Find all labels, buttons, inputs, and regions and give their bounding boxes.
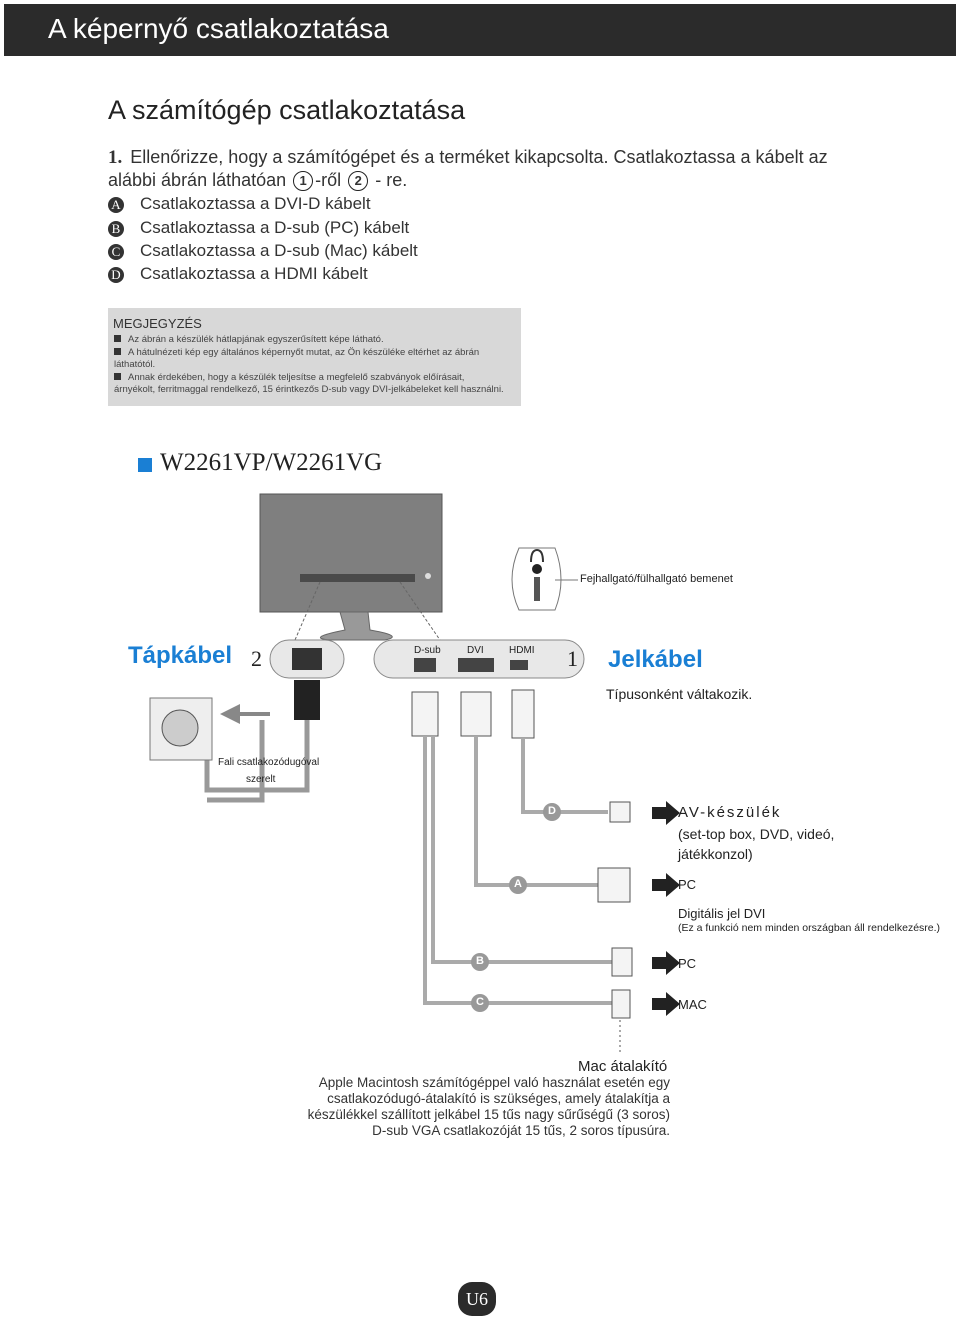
- mac-adapter-text: Apple Macintosh számítógéppel való haszn…: [307, 1075, 670, 1138]
- letter-c: C: [476, 996, 484, 1008]
- dsub-port-icon: [414, 658, 436, 672]
- wall-plug: [161, 709, 199, 747]
- port-dsub-label: D-sub: [414, 645, 441, 656]
- headphone-label: Fejhallgató/fülhallgató bemenet: [580, 573, 733, 585]
- letter-d: D: [548, 805, 556, 817]
- hdmi-port-icon: [510, 660, 528, 670]
- header-title: A képernyő csatlakoztatása: [48, 13, 389, 44]
- cable-b: [431, 736, 617, 964]
- mac-label: MAC: [678, 997, 707, 1012]
- note-item: A hátulnézeti kép egy általános képernyő…: [114, 347, 504, 371]
- page-header: A képernyő csatlakoztatása: [4, 4, 956, 56]
- step-1: 1.Ellenőrizze, hogy a számítógépet és a …: [108, 146, 868, 192]
- bullet-icon: [114, 373, 121, 380]
- monitor-ports: [300, 574, 415, 582]
- dsub-plug: [411, 691, 439, 737]
- note-item: Annak érdekében, hogy a készülék teljesí…: [114, 372, 504, 396]
- option-text: Csatlakoztassa a D-sub (Mac) kábelt: [140, 241, 418, 260]
- note-item-text: A hátulnézeti kép egy általános képernyő…: [114, 347, 480, 370]
- arrow-left-icon: [220, 704, 270, 724]
- hdmi-end-plug: [609, 801, 631, 823]
- note-box: MEGJEGYZÉS Az ábrán a készülék hátlapján…: [108, 308, 521, 406]
- circle-2: 2: [348, 171, 369, 192]
- option-c: C Csatlakoztassa a D-sub (Mac) kábelt: [108, 241, 418, 261]
- signal-cable-label: Jelkábel: [608, 646, 703, 673]
- letter-circle-b: [471, 953, 489, 971]
- number-2: 2: [251, 646, 262, 671]
- bullet-icon: [114, 348, 121, 355]
- wall-label-2: szerelt: [246, 774, 276, 785]
- arrow-right-icon: [652, 801, 680, 825]
- step-number: 1.: [108, 147, 123, 168]
- section-title: A számítógép csatlakoztatása: [108, 95, 466, 125]
- cable-d: [521, 738, 608, 814]
- note-title: MEGJEGYZÉS: [113, 316, 202, 331]
- option-letter: B: [108, 221, 124, 237]
- headphone-icon: [530, 548, 544, 601]
- mac-end-plug: [611, 989, 631, 1019]
- cable-c: [423, 736, 617, 1005]
- note-item-text: Annak érdekében, hogy a készülék teljesí…: [114, 372, 504, 395]
- headphone-callout: [511, 547, 562, 611]
- letter-a: A: [514, 878, 522, 890]
- option-letter: A: [108, 197, 124, 213]
- model-bullet-icon: [138, 458, 152, 472]
- option-b: B Csatlakoztassa a D-sub (PC) kábelt: [108, 218, 409, 238]
- note-item-text: Az ábrán a készülék hátlapjának egyszerű…: [128, 334, 384, 345]
- circle-1: 1: [293, 171, 314, 192]
- monitor-stand: [319, 611, 393, 641]
- port-dvi-label: DVI: [467, 645, 484, 656]
- headphone-port-icon: [425, 573, 431, 579]
- dvi-port-icon: [458, 658, 494, 672]
- arrow-right-icon: [652, 992, 680, 1016]
- option-letter: D: [108, 267, 124, 283]
- callout-line: [399, 581, 441, 641]
- av-title: AV-készülék: [678, 804, 782, 821]
- callout-line: [294, 581, 321, 641]
- option-a: A Csatlakoztassa a DVI-D kábelt: [108, 194, 371, 214]
- bullet-icon: [114, 335, 121, 342]
- pc-label-b: PC: [678, 956, 697, 971]
- number-1: 1: [567, 646, 578, 671]
- cable-a: [474, 736, 600, 887]
- monitor-back: [259, 493, 443, 613]
- letter-circle-d: [543, 803, 561, 821]
- power-cable-label: Tápkábel: [128, 642, 233, 669]
- port-hdmi-label: HDMI: [509, 645, 535, 656]
- dsub-end-plug: [611, 947, 633, 977]
- power-cable: [204, 720, 310, 793]
- digital-dvi-label: Digitális jel DVI: [678, 906, 766, 921]
- letter-circle-a: [509, 876, 527, 894]
- arrow-right-icon: [652, 951, 680, 975]
- note-item: Az ábrán a készülék hátlapjának egyszerű…: [114, 334, 504, 346]
- mac-adapter-title: Mac átalakító: [578, 1058, 668, 1075]
- arrow-right-icon: [652, 873, 680, 897]
- wall-label-1: Fali csatlakozódugóval: [218, 757, 320, 768]
- step-text-b: -ről: [315, 170, 342, 190]
- av-line-1: (set-top box, DVD, videó,: [678, 826, 835, 842]
- step-text-a: Ellenőrizze, hogy a számítógépet és a te…: [108, 147, 828, 190]
- pc-label-a: PC: [678, 877, 697, 892]
- option-letter: C: [108, 244, 124, 260]
- step-text-c: - re.: [375, 170, 408, 190]
- power-cable: [207, 720, 265, 803]
- hdmi-plug: [511, 689, 535, 739]
- power-plug: [294, 680, 320, 720]
- dvi-plug: [460, 691, 492, 737]
- option-text: Csatlakoztassa a D-sub (PC) kábelt: [140, 218, 410, 237]
- dvi-end-plug: [597, 867, 631, 903]
- option-d: D Csatlakoztassa a HDMI kábelt: [108, 264, 368, 284]
- letter-b: B: [476, 955, 484, 967]
- digital-note: (Ez a funkció nem minden országban áll r…: [678, 922, 941, 934]
- option-text: Csatlakoztassa a DVI-D kábelt: [140, 194, 371, 213]
- av-line-2: játékkonzol): [678, 846, 753, 862]
- option-text: Csatlakoztassa a HDMI kábelt: [140, 264, 368, 283]
- varies-label: Típusonként váltakozik.: [606, 686, 753, 702]
- page-number: U6: [458, 1282, 496, 1316]
- letter-circle-c: [471, 994, 489, 1012]
- power-port-icon: [292, 648, 322, 670]
- model-title: W2261VP/W2261VG: [160, 449, 383, 476]
